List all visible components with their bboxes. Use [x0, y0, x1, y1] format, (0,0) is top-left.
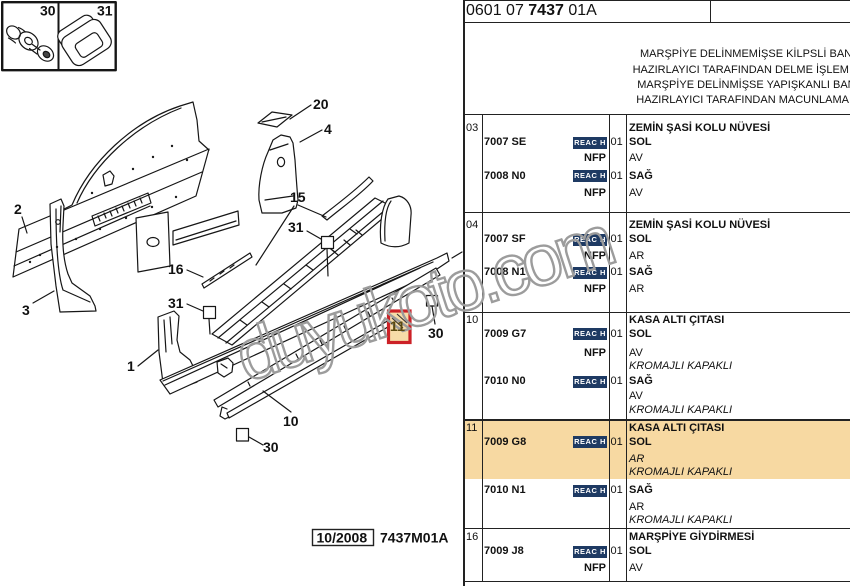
- svg-text:3: 3: [22, 302, 30, 318]
- svg-text:1: 1: [127, 358, 135, 374]
- svg-text:31: 31: [168, 295, 184, 311]
- svg-text:30: 30: [40, 3, 56, 19]
- svg-text:4: 4: [324, 121, 332, 137]
- svg-text:11: 11: [390, 318, 405, 334]
- svg-text:20: 20: [313, 96, 329, 112]
- svg-text:30: 30: [428, 325, 444, 341]
- svg-text:10/2008: 10/2008: [317, 530, 368, 546]
- svg-text:31: 31: [288, 219, 304, 235]
- svg-text:10: 10: [283, 413, 299, 429]
- svg-text:30: 30: [263, 439, 279, 455]
- svg-text:31: 31: [97, 3, 113, 19]
- svg-text:2: 2: [14, 201, 22, 217]
- svg-text:15: 15: [290, 189, 306, 205]
- svg-text:7437M01A: 7437M01A: [380, 530, 449, 546]
- svg-text:16: 16: [168, 261, 184, 277]
